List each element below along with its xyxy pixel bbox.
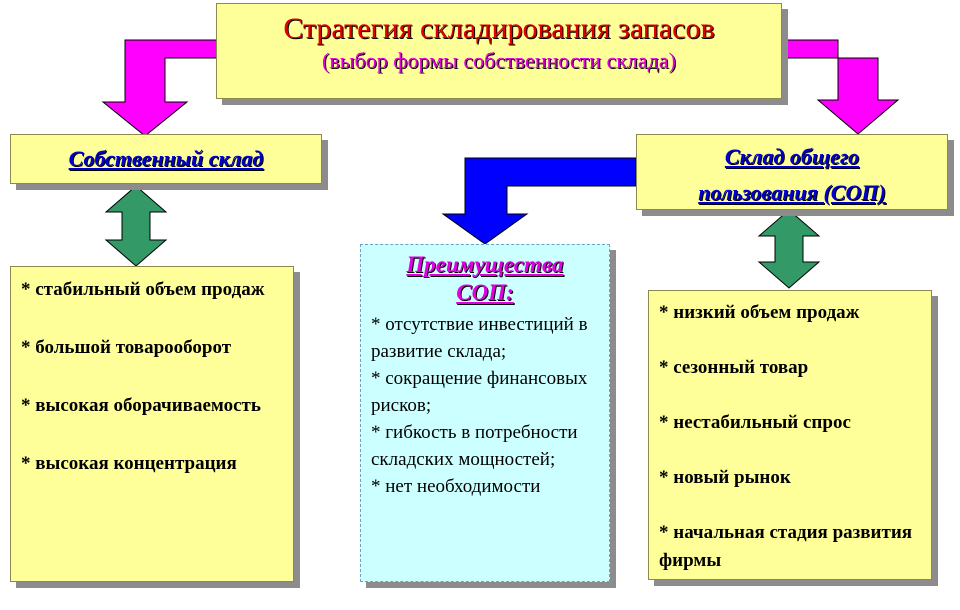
green-double-arrow-right bbox=[757, 209, 821, 289]
advantages-box: Преимущества СОП: * отсутствие инвестици… bbox=[360, 244, 610, 582]
public-warehouse-heading-line1: Склад общего bbox=[724, 144, 860, 169]
public-warehouse-box: Склад общего пользования (СОП) bbox=[636, 134, 948, 210]
blue-arrow bbox=[441, 157, 637, 245]
own-warehouse-box: Собственный склад bbox=[10, 134, 322, 184]
list-item: * гибкость в потребности складских мощно… bbox=[371, 422, 578, 470]
list-item: * высокая оборачиваемость bbox=[21, 395, 261, 416]
list-item: * большой товарооборот bbox=[21, 337, 232, 358]
title-box: Стратегия складирования запасов (выбор ф… bbox=[216, 3, 782, 99]
list-item: * нет необходимости bbox=[371, 476, 541, 497]
list-item: * отсутствие инвестиций в развитие склад… bbox=[371, 314, 588, 362]
public-warehouse-criteria-box: * низкий объем продаж * сезонный товар *… bbox=[648, 290, 932, 580]
diagram-title: Стратегия складирования запасов bbox=[283, 12, 715, 45]
list-item: * нестабильный спрос bbox=[659, 412, 851, 433]
advantages-title-line2: СОП: bbox=[456, 280, 514, 305]
green-double-arrow-left bbox=[104, 185, 168, 267]
diagram-arrows bbox=[101, 39, 900, 289]
diagram-subtitle: (выбор формы собственности склада) bbox=[322, 48, 676, 73]
list-item: * сезонный товар bbox=[659, 357, 809, 378]
public-warehouse-heading-line2: пользования (СОП) bbox=[698, 180, 886, 205]
magenta-arrow-right bbox=[781, 39, 900, 135]
own-warehouse-criteria-box: * стабильный объем продаж * большой това… bbox=[10, 266, 294, 582]
list-item: * высокая концентрация bbox=[21, 453, 237, 474]
advantages-title-line1: Преимущества bbox=[406, 252, 564, 277]
advantages-list: * отсутствие инвестиций в развитие склад… bbox=[361, 307, 609, 504]
list-item: * сокращение финансовых рисков; bbox=[371, 368, 588, 416]
list-item: * стабильный объем продаж bbox=[21, 279, 265, 300]
own-warehouse-heading: Собственный склад bbox=[68, 146, 264, 171]
list-item: * новый рынок bbox=[659, 467, 791, 488]
public-warehouse-criteria-list: * низкий объем продаж * сезонный товар *… bbox=[649, 291, 931, 610]
list-item: * начальная стадия развития фирмы bbox=[659, 522, 913, 571]
own-warehouse-criteria-list: * стабильный объем продаж * большой това… bbox=[11, 267, 293, 515]
list-item: * низкий объем продаж bbox=[659, 302, 860, 323]
magenta-arrow-left bbox=[101, 39, 219, 137]
